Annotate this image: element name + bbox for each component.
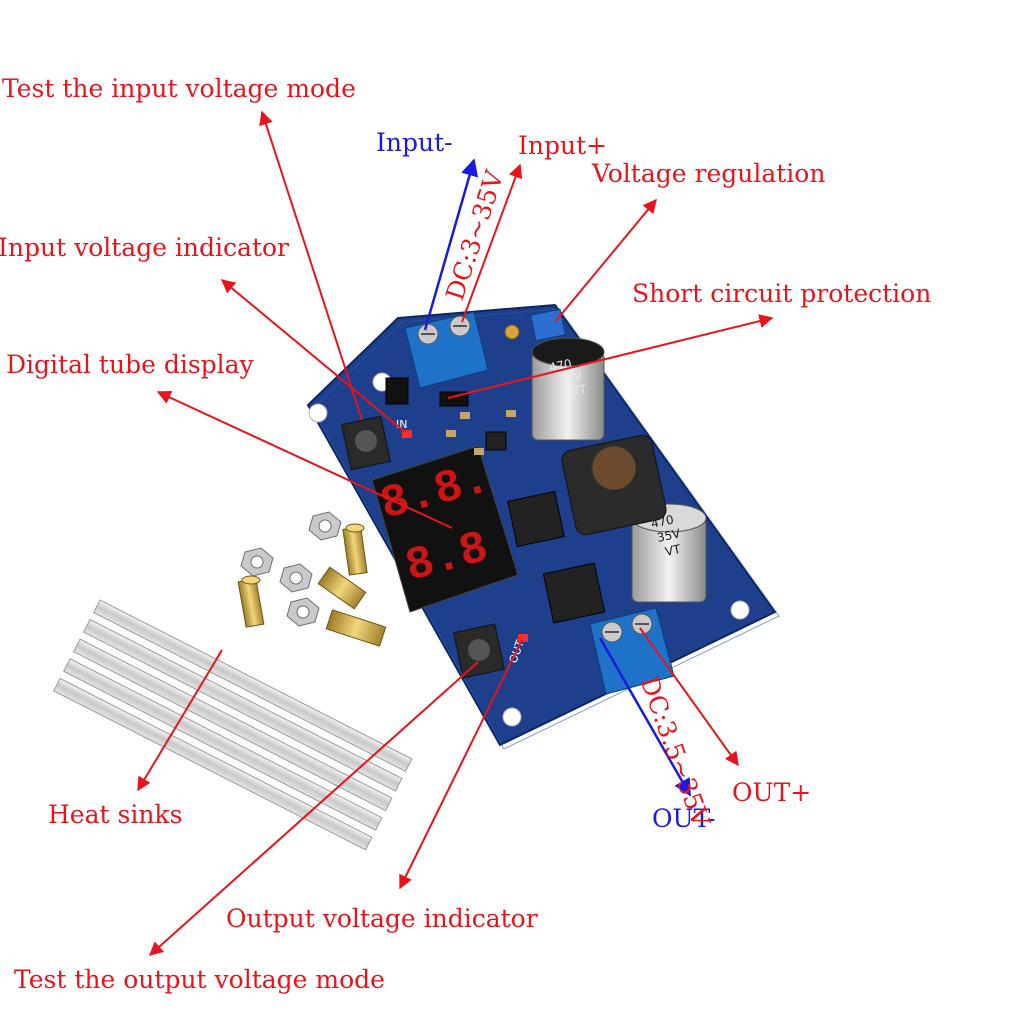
- label-out-minus: OUT-: [652, 804, 715, 833]
- arrow-input-plus: [461, 163, 523, 323]
- annotation-arrows: [137, 110, 774, 956]
- capacitor-input: 470 35V VT: [531, 337, 605, 441]
- brass-standoff: [237, 575, 265, 628]
- annotation-labels: Test the input voltage mode Input- Input…: [0, 74, 931, 994]
- arrow-out-plus: [639, 627, 739, 767]
- svg-text:VT: VT: [664, 542, 683, 559]
- label-digital-display: Digital tube display: [6, 350, 255, 379]
- capacitor-output: 470 35V VT: [631, 503, 707, 603]
- arrow-input-indicator: [220, 279, 406, 433]
- potentiometer: [504, 308, 566, 342]
- arrow-out-minus: [598, 637, 692, 797]
- brass-standoff: [342, 523, 368, 576]
- hex-nut: [308, 511, 342, 541]
- svg-text:IN: IN: [396, 418, 407, 431]
- label-output-indicator: Output voltage indicator: [226, 904, 538, 933]
- hex-nut: [286, 597, 320, 627]
- label-input-range: DC:3~35V: [440, 166, 509, 304]
- label-short-circuit: Short circuit protection: [632, 279, 931, 308]
- input-indicator-led: IN: [396, 418, 412, 438]
- label-test-input-mode: Test the input voltage mode: [2, 74, 356, 103]
- arrow-voltage-regulation: [554, 198, 657, 323]
- arrow-test-input-mode: [259, 110, 363, 421]
- svg-text:35V: 35V: [558, 368, 585, 387]
- arrow-short-circuit: [447, 314, 774, 399]
- test-output-button: [453, 623, 505, 679]
- test-input-button: [341, 415, 391, 471]
- svg-text:470: 470: [548, 356, 573, 374]
- inductor: [561, 434, 667, 536]
- hex-nut: [240, 547, 274, 577]
- label-out-plus: OUT+: [732, 778, 811, 807]
- heat-sinks-group: [53, 599, 413, 851]
- svg-text:VT: VT: [570, 382, 589, 399]
- label-voltage-regulation: Voltage regulation: [591, 159, 825, 188]
- svg-text:35V: 35V: [656, 526, 683, 545]
- arrow-output-indicator: [399, 639, 523, 890]
- brass-standoff: [325, 609, 387, 647]
- label-input-indicator: Input voltage indicator: [0, 233, 289, 262]
- arrow-heat-sinks: [137, 649, 223, 792]
- pcb-board: 8.8. 8.8 IN OUT: [306, 303, 780, 750]
- label-input-minus: Input-: [376, 128, 453, 157]
- hex-nut: [279, 563, 313, 593]
- standoffs-and-nuts: [237, 511, 387, 647]
- brass-standoff: [317, 566, 367, 610]
- output-terminal-block: [589, 607, 675, 695]
- label-input-plus: Input+: [518, 131, 607, 160]
- label-heat-sinks: Heat sinks: [48, 800, 182, 829]
- arrow-digital-display: [156, 390, 453, 529]
- label-test-output-mode: Test the output voltage mode: [14, 965, 385, 994]
- arrow-input-minus: [423, 158, 479, 331]
- input-terminal-block: [404, 311, 489, 389]
- arrow-test-output-mode: [148, 661, 479, 956]
